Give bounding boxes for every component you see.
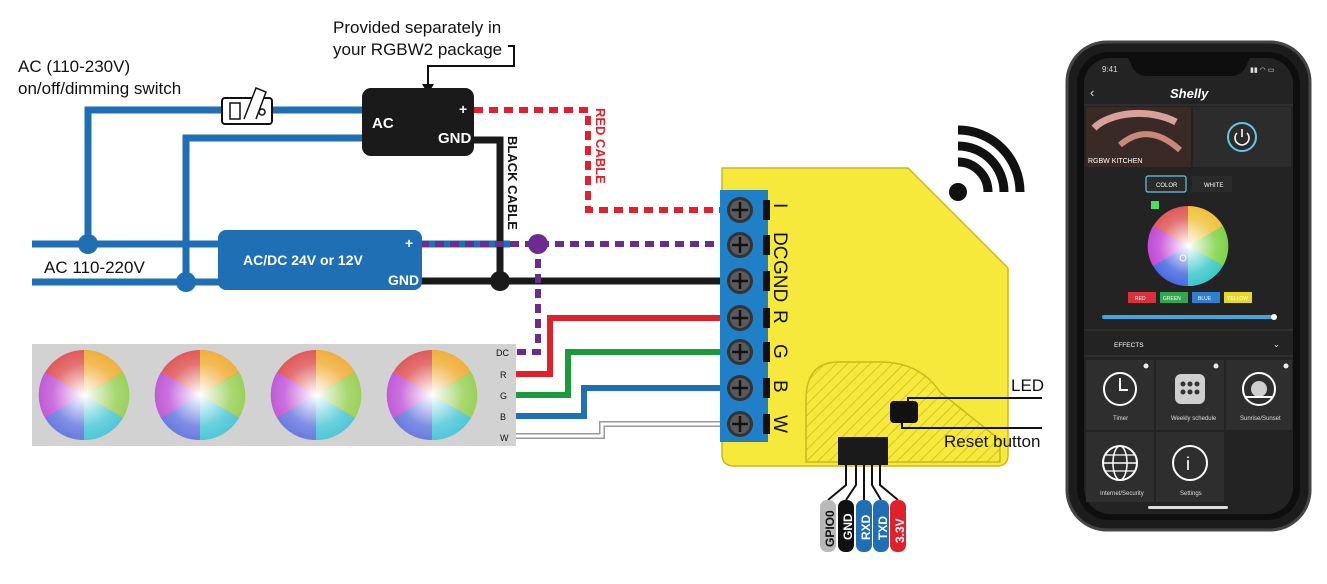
svg-text:i: i [1186, 454, 1190, 474]
smartphone: 9:41 ▮▮ ◠ ▭ ‹ Shelly RGBW KITCHEN COLOR … [1065, 40, 1312, 532]
effects-label[interactable]: EFFECTS [1114, 342, 1144, 349]
callout-arrow [427, 45, 515, 86]
led-color-wheel [270, 349, 362, 441]
strip-pin-g: G [500, 391, 507, 401]
clock-icon [1103, 372, 1137, 406]
ac-adapter-gnd: GND [438, 130, 472, 147]
terminal-r: R [769, 310, 790, 324]
header-pin-rxd [856, 500, 872, 552]
tab-white[interactable] [1192, 176, 1232, 192]
tile-settings[interactable] [1156, 432, 1224, 502]
header-pin-txd [873, 500, 889, 552]
color-button-green-label: GREEN [1163, 296, 1181, 302]
strip-pin-b: B [500, 412, 506, 422]
color-button-blue-label: BLUE [1198, 296, 1212, 302]
globe-icon [1102, 445, 1138, 481]
phone-notch [1128, 58, 1250, 76]
junction-dot [176, 272, 196, 292]
home-indicator [1148, 506, 1228, 509]
header-pin-gpio0-label: GPIO0 [823, 510, 837, 547]
status-icons: ▮▮ ◠ ▭ [1250, 67, 1274, 74]
strip-pin-w: W [500, 433, 509, 443]
mains-label: AC 110-220V [44, 258, 145, 277]
black-cable-label: BLACK CABLE [505, 136, 520, 230]
programming-header [838, 437, 888, 465]
color-button-yellow-label: YELLOW [1227, 296, 1248, 302]
ac-adapter: AC + GND [362, 88, 474, 156]
tab-color-label: COLOR [1156, 183, 1178, 189]
tile-timer[interactable] [1086, 360, 1154, 430]
red-cable-label: RED CABLE [593, 108, 608, 184]
ac-adapter-plus: + [459, 101, 467, 117]
strip-pin-dc: DC [496, 348, 509, 358]
junction-dot [78, 234, 98, 254]
led-callout-label: LED [1011, 376, 1044, 395]
status-time: 9:41 [1102, 65, 1118, 74]
terminal-gnd: GND [769, 260, 790, 302]
tile-settings-label: Settings [1180, 491, 1202, 497]
tile-weekly-schedule-label: Weekly schedule [1171, 416, 1217, 422]
wifi-icon [949, 125, 1025, 201]
provided-line1: Provided separately in [333, 18, 501, 37]
switch-icon [221, 87, 273, 125]
rgbw2-device: I DC GND R G B W [720, 167, 1009, 467]
tile-sunrise-sunset-label: Sunrise/Sunset [1240, 416, 1281, 422]
header-pin-gnd [838, 500, 854, 552]
terminal-g: G [769, 344, 790, 359]
switch-label-line2: on/off/dimming switch [18, 79, 181, 98]
power-icon [1234, 132, 1250, 146]
header-pin-3v3 [890, 500, 906, 552]
tab-color[interactable] [1145, 175, 1187, 193]
led-strip: DC R G B W [32, 344, 516, 446]
tile-internet-security[interactable] [1086, 432, 1154, 502]
header-pin-3v3-label: 3.3V [893, 518, 907, 543]
sunrise-icon [1242, 372, 1276, 406]
phone-color-wheel[interactable] [1147, 205, 1229, 287]
reset-callout-label: Reset button [944, 432, 1040, 451]
header-pin-gnd-label: GND [841, 513, 855, 540]
terminal-w: W [769, 415, 790, 433]
color-button-yellow[interactable] [1224, 292, 1252, 303]
psu-gnd: GND [388, 272, 419, 288]
gnd-junction-dot [490, 271, 510, 291]
color-button-red[interactable] [1128, 292, 1156, 303]
strip-pin-r: R [500, 370, 507, 380]
header-pin-txd-label: TXD [876, 516, 890, 540]
terminal-i: I [769, 203, 790, 208]
psu-plus: + [405, 235, 413, 251]
app-brand: Shelly [1170, 86, 1209, 101]
terminal-b: B [769, 380, 790, 393]
terminal-screws [727, 197, 753, 437]
brightness-slider[interactable] [1102, 315, 1276, 319]
calendar-icon [1175, 374, 1205, 404]
header-pin-wires [827, 465, 899, 501]
color-indicator [1151, 201, 1159, 209]
header-pin-rxd-label: RXD [859, 514, 873, 540]
color-button-green[interactable] [1160, 292, 1188, 303]
tile-timer-label: Timer [1113, 416, 1128, 422]
color-button-red-label: RED [1135, 296, 1146, 302]
led-color-wheel [386, 349, 478, 441]
reset-button[interactable] [890, 401, 918, 423]
chevron-down-icon[interactable]: ⌄ [1273, 340, 1280, 349]
back-arrow-icon[interactable]: ‹ [1090, 85, 1094, 100]
tab-white-label: WHITE [1204, 183, 1223, 189]
led-color-wheel [154, 349, 246, 441]
tile-internet-security-label: Internet/Security [1100, 491, 1144, 497]
psu-box: AC/DC 24V or 12V + GND [218, 230, 422, 290]
dc-junction-dot [528, 234, 548, 254]
terminal-dc: DC [769, 232, 790, 259]
color-button-blue[interactable] [1192, 292, 1220, 303]
switch-label-line1: AC (110-230V) [18, 57, 130, 76]
ac-adapter-ac-label: AC [372, 115, 394, 132]
info-icon: i [1172, 445, 1208, 481]
header-pin-gpio0 [820, 500, 836, 552]
slider-handle[interactable] [1271, 314, 1277, 320]
led-color-wheel [38, 349, 130, 441]
provided-line2: your RGBW2 package [333, 40, 502, 59]
psu-label: AC/DC 24V or 12V [243, 252, 363, 268]
header-pins: GPIO0 GND RXD TXD 3.3V [820, 500, 907, 552]
device-name: RGBW KITCHEN [1088, 158, 1142, 165]
